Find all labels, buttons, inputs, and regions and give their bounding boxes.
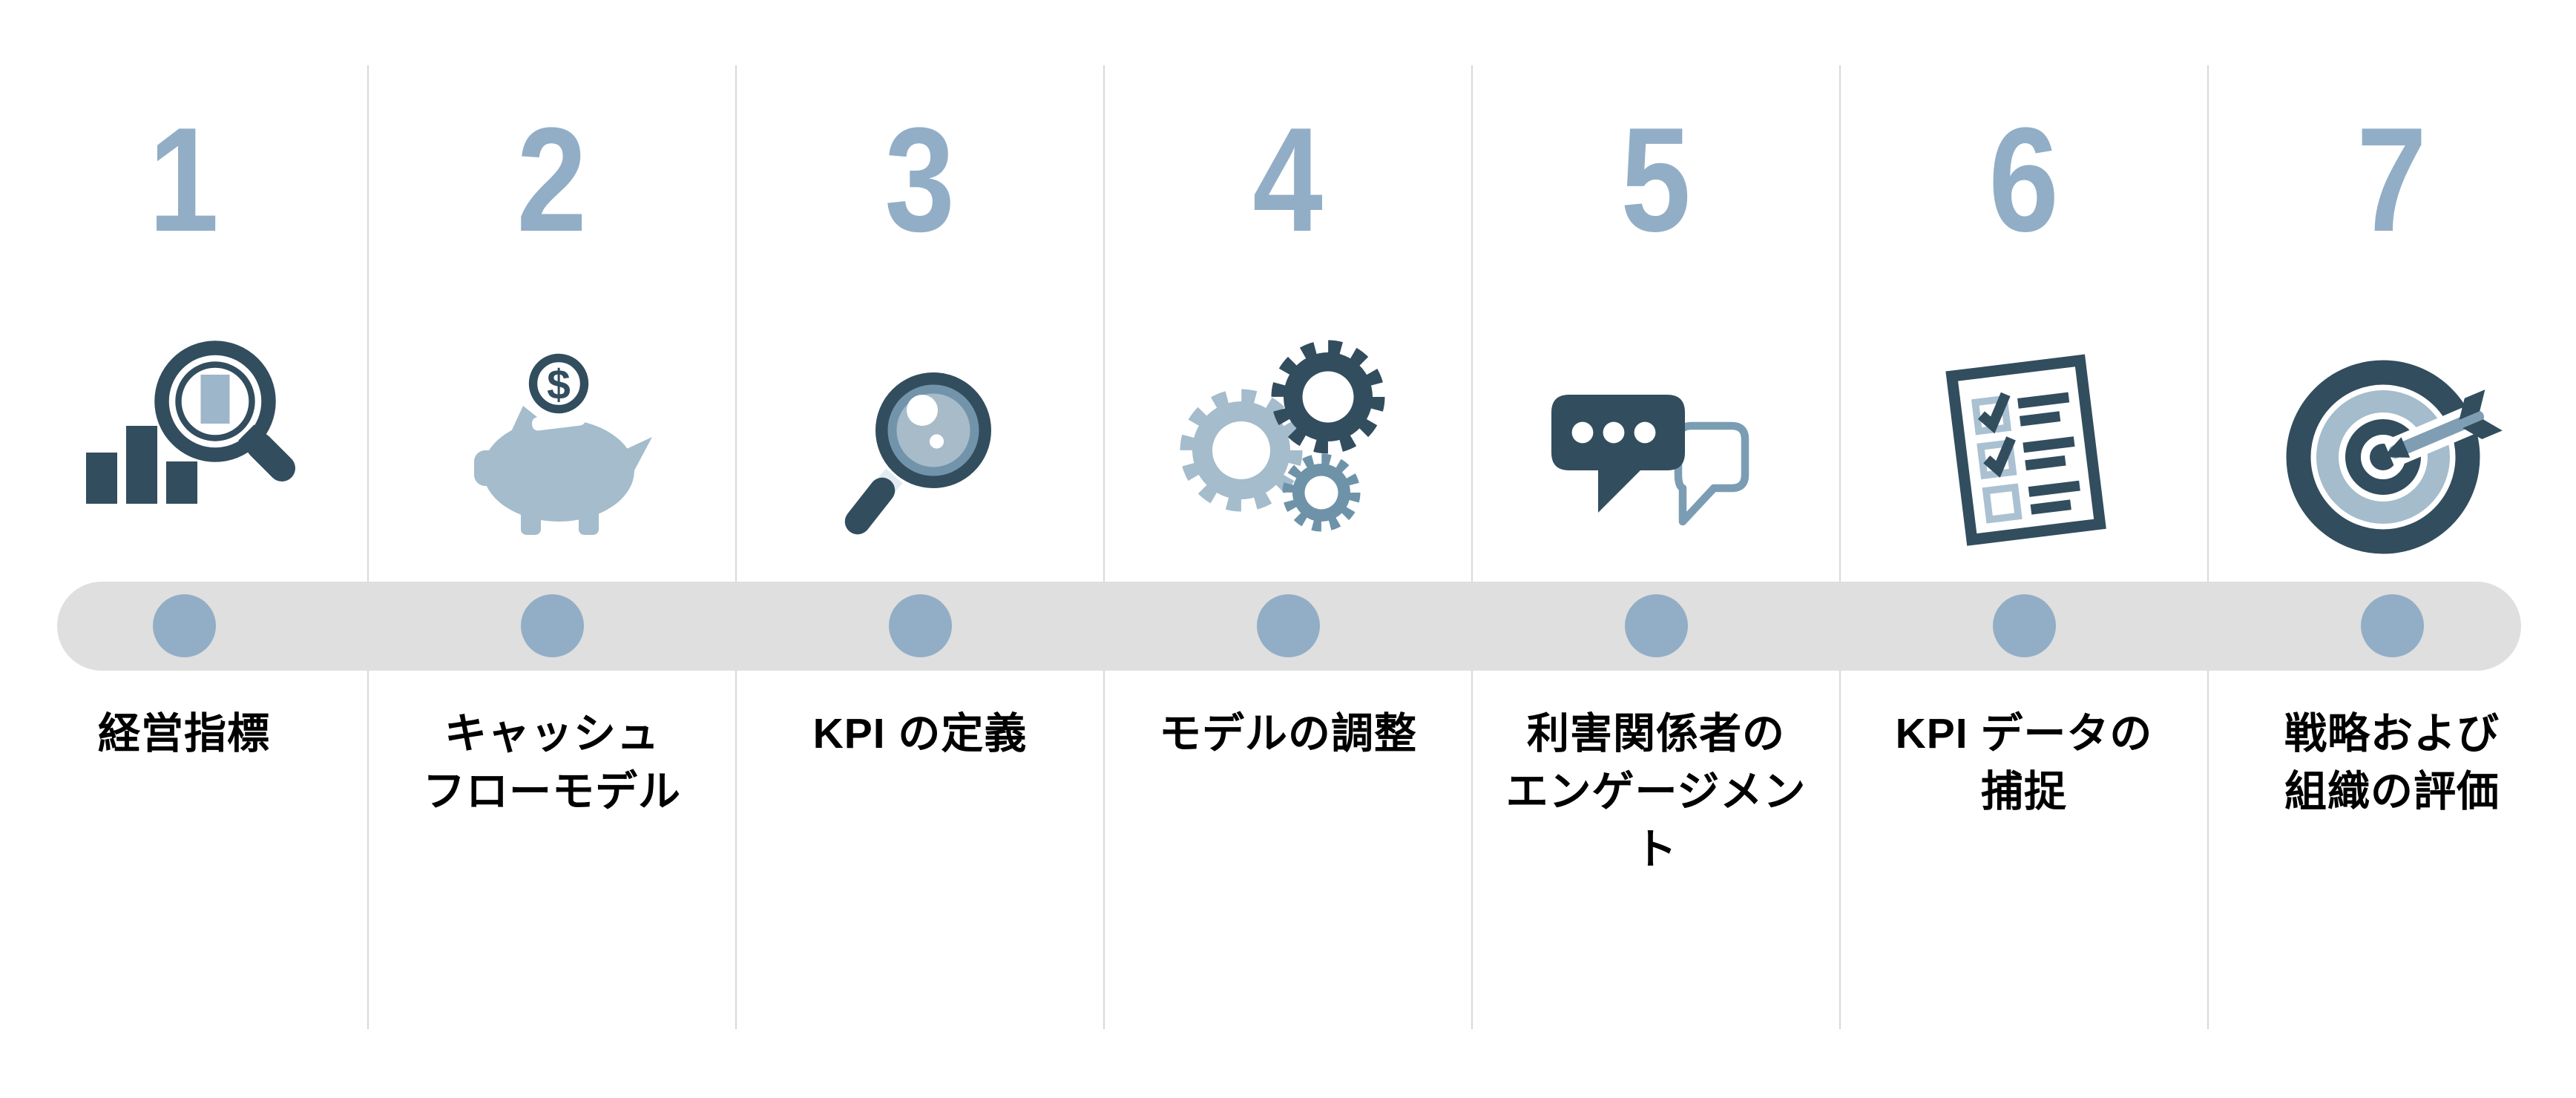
checklist-icon — [1913, 341, 2135, 564]
column-divider — [1839, 65, 1841, 1029]
step-number: 4 — [1252, 97, 1324, 263]
step-column-3: 3 KPI の定義 — [736, 0, 1104, 1098]
timeline-dot — [2360, 594, 2424, 657]
timeline-dot — [520, 594, 584, 657]
step-label: 経営指標 — [98, 710, 270, 757]
step-label: KPI データの 捕捉 — [1895, 710, 2153, 815]
timeline-dot — [152, 594, 216, 657]
gears-icon — [1177, 340, 1399, 564]
column-divider — [735, 65, 737, 1029]
column-divider — [2207, 65, 2209, 1029]
gear-dark — [1271, 340, 1385, 454]
step-column-5: 5 利害関係者の エンゲージメン ト — [1472, 0, 1840, 1098]
column-divider — [367, 65, 369, 1029]
step-label: KPI の定義 — [812, 710, 1028, 757]
timeline-dot — [1256, 594, 1320, 657]
timeline-dot — [1624, 594, 1688, 657]
step-number: 5 — [1620, 97, 1692, 263]
step-column-4: 4 — [1104, 0, 1472, 1098]
gear-mid — [1282, 453, 1361, 532]
step-number: 6 — [1988, 97, 2060, 263]
column-divider — [1471, 65, 1473, 1029]
step-label: モデルの調整 — [1159, 710, 1417, 757]
column-divider — [1103, 65, 1105, 1029]
speech-bubbles-icon — [1545, 341, 1767, 564]
gear-light — [1180, 389, 1303, 512]
piggy-bank-icon: $ — [441, 341, 663, 564]
target-arrow-icon — [2281, 341, 2503, 564]
step-label: キャッシュ フローモデル — [423, 710, 681, 815]
step-column-1: 1 経営指標 — [0, 0, 368, 1098]
timeline-dot — [1992, 594, 2056, 657]
step-column-2: 2 $ キャッシュ フローモデル — [368, 0, 736, 1098]
step-number: 7 — [2356, 97, 2428, 263]
step-number: 3 — [884, 97, 956, 263]
magnifier-icon — [809, 341, 1031, 564]
step-column-6: 6 — [1840, 0, 2208, 1098]
step-label: 戦略および 組織の評価 — [2284, 710, 2500, 815]
step-number: 2 — [516, 97, 588, 263]
svg-text:$: $ — [547, 361, 571, 409]
timeline-dot — [888, 594, 952, 657]
bar-chart-magnifier-icon — [73, 341, 295, 564]
step-number: 1 — [148, 97, 220, 263]
step-label: 利害関係者の エンゲージメン ト — [1505, 710, 1807, 873]
step-column-7: 7 戦略および 組織の評価 — [2208, 0, 2576, 1098]
